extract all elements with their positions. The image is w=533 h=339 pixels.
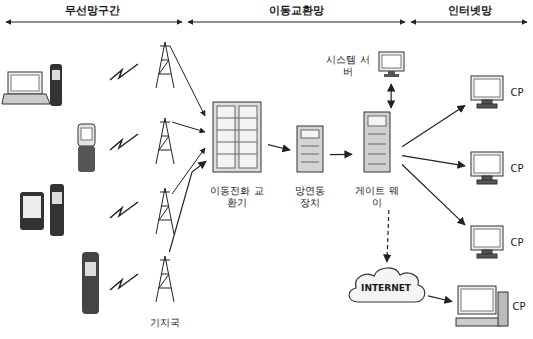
connector-arrow — [402, 105, 465, 146]
connector-arrow — [402, 156, 465, 166]
cp-terminal: CP — [465, 148, 528, 190]
interworking-unit: 망연동 장치 — [290, 118, 330, 210]
connector-arrow — [268, 145, 290, 150]
node-label: CP — [506, 87, 528, 99]
cloud-label: INTERNET — [351, 283, 421, 293]
system-server: 시스템 서버 — [324, 46, 406, 84]
cp-terminal: CP — [465, 72, 528, 114]
base-station: 기지국 — [146, 252, 184, 330]
connector-arrow — [387, 210, 389, 262]
node-label: 이동전화 교환기 — [209, 185, 265, 208]
internet-cloud: INTERNET — [344, 262, 428, 310]
connector-arrow — [391, 84, 392, 108]
gateway-equipment: 게이트 웨이 — [352, 108, 402, 210]
cp-terminal: CP — [465, 222, 528, 264]
node-label: CP — [506, 163, 528, 175]
section-label: 이동교환망 — [266, 3, 327, 18]
node-label: 기지국 — [147, 317, 183, 329]
switch-equipment: 이동전화 교환기 — [206, 98, 268, 210]
connector-arrow — [330, 154, 352, 156]
node-label: CP — [506, 237, 528, 249]
node-label: 시스템 서버 — [324, 54, 372, 77]
node-label: 망연동 장치 — [291, 185, 329, 208]
cp-terminal: CP — [452, 282, 530, 332]
section-label: 인터넷망 — [445, 3, 495, 18]
connector-arrow — [169, 161, 206, 252]
node-label: CP — [508, 301, 530, 313]
connector-arrow — [428, 296, 452, 302]
connector-arrow — [402, 165, 465, 225]
node-label: 게이트 웨이 — [354, 185, 400, 208]
section-label: 무선망구간 — [62, 3, 123, 18]
